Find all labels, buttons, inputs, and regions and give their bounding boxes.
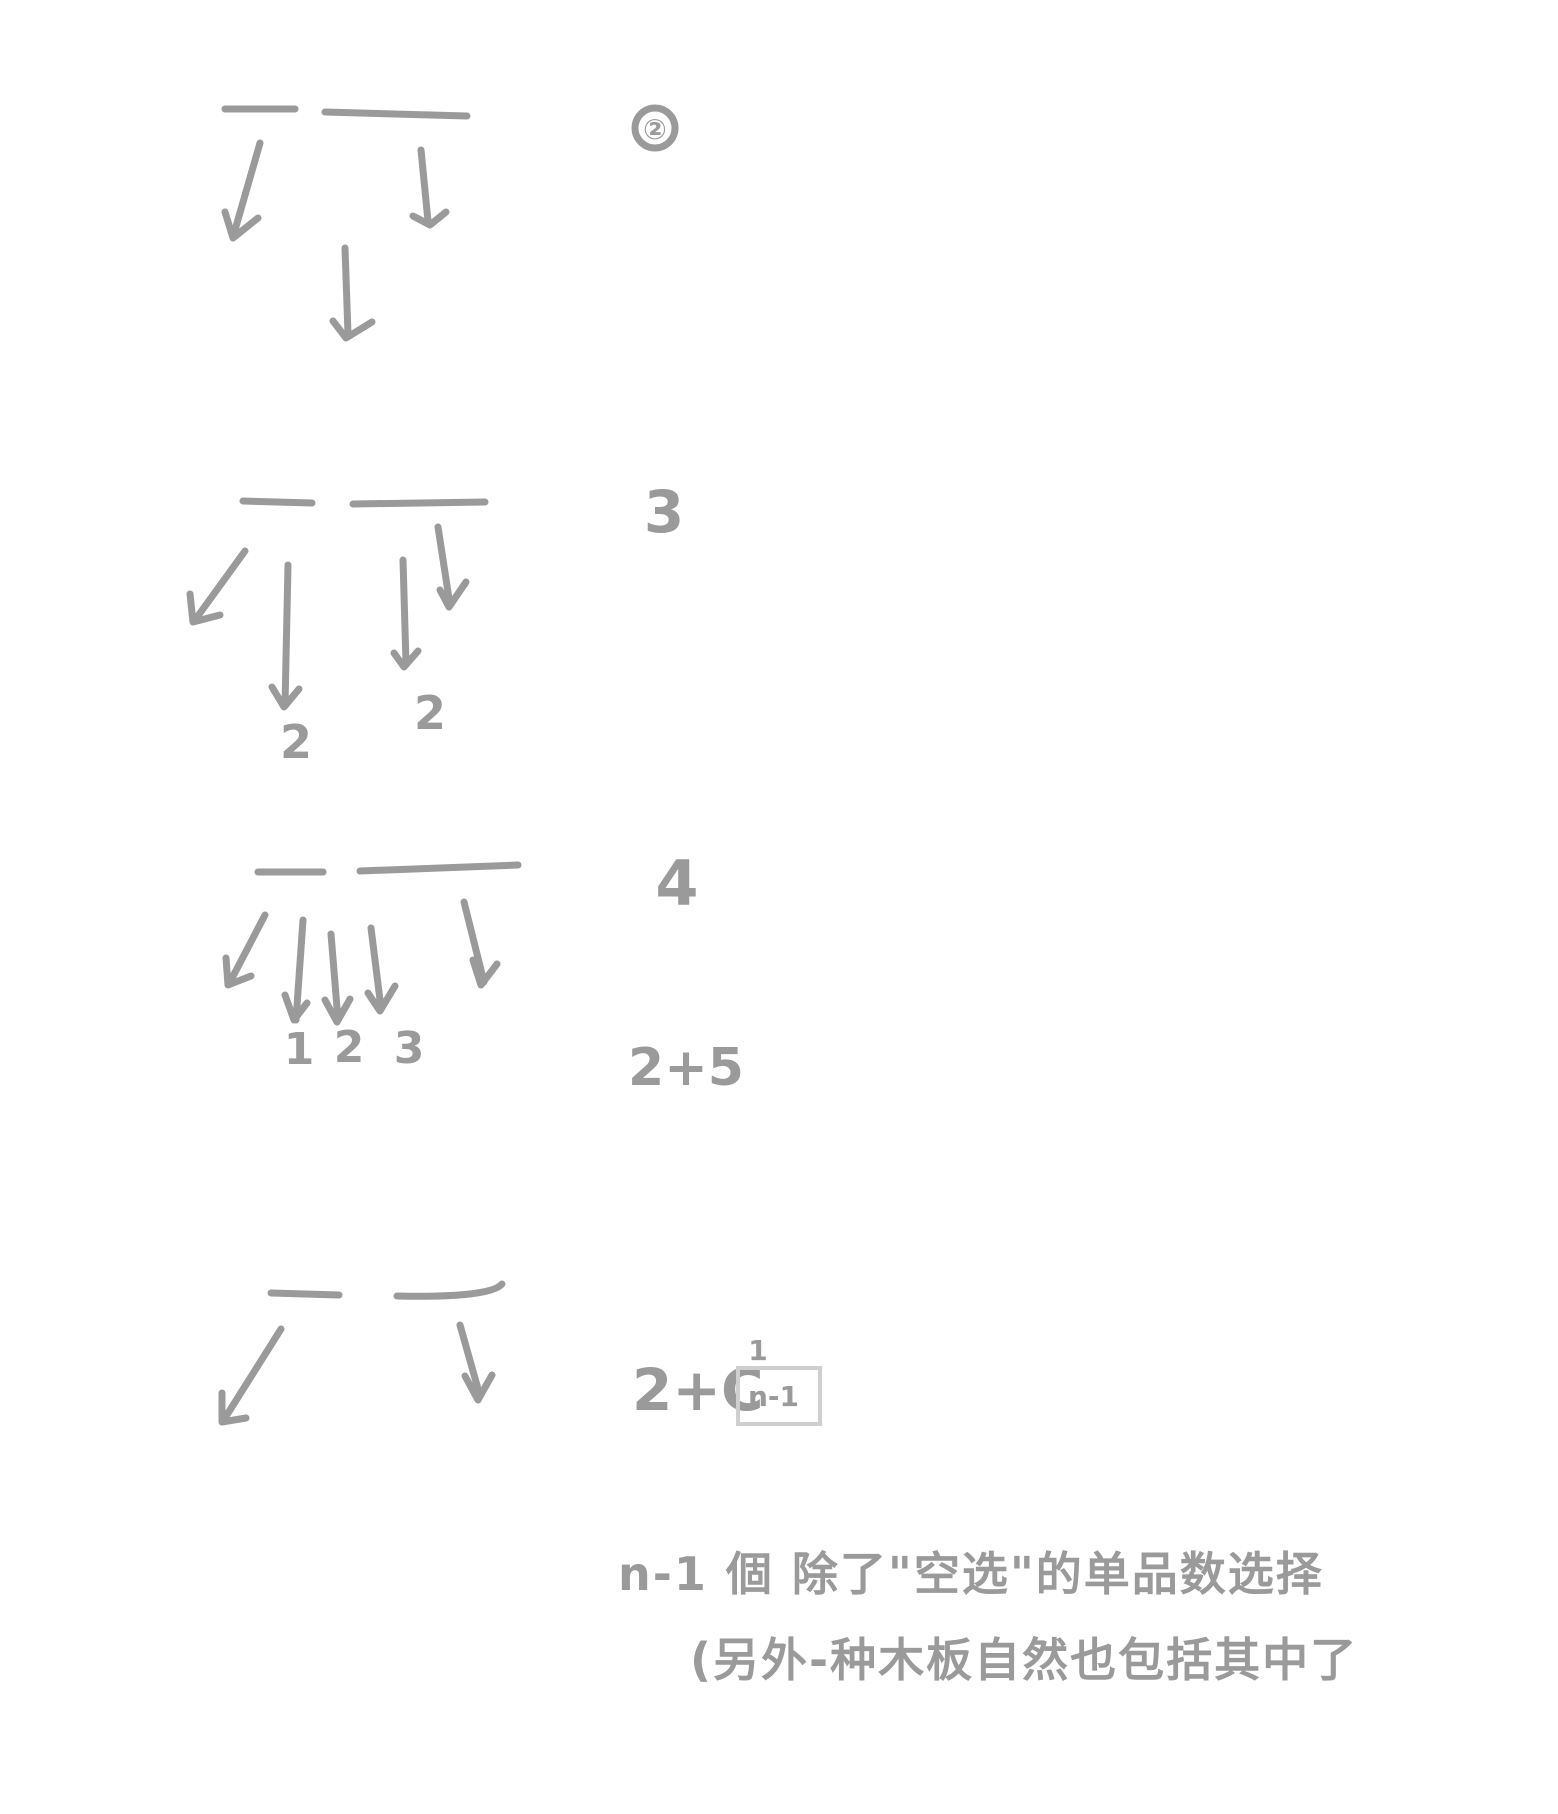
- slot-long-line: [393, 1280, 506, 1300]
- case-1-label: ②: [631, 104, 679, 152]
- case-label: 3: [644, 478, 684, 546]
- arrow-down: [434, 523, 470, 611]
- note-line-1: n-1 個 除了"空选"的单品数选择: [618, 1547, 1324, 1601]
- case-1-diagram: [221, 105, 471, 342]
- slot-long-line: [356, 861, 522, 875]
- arrow-down: [321, 930, 354, 1026]
- slot-long-line: [349, 498, 489, 508]
- arrow-down-left: [222, 911, 269, 989]
- count-label: 1: [284, 1024, 315, 1075]
- subscript-highlight-box: [736, 1366, 822, 1426]
- slot-short-line: [267, 1289, 343, 1299]
- case-4-formula: 2+C 1 n-1: [632, 1334, 822, 1426]
- note-line-2: (另外-种木板自然也包括其中了: [690, 1633, 1359, 1687]
- formula-superscript: 1: [748, 1334, 767, 1367]
- arrow-down: [390, 556, 422, 671]
- arrow-down: [409, 146, 450, 229]
- slot-long-line: [321, 108, 471, 120]
- arrow-down: [456, 1321, 496, 1404]
- case-4-diagram: [218, 1280, 506, 1426]
- arrow-down: [460, 898, 501, 989]
- arrow-down: [329, 244, 376, 342]
- arrow-down-left: [221, 139, 264, 242]
- arrow-down-left: [218, 1325, 285, 1426]
- case-label: 4: [655, 847, 698, 920]
- formula-subscript: n-1: [748, 1380, 799, 1413]
- arrow-down: [268, 561, 303, 711]
- count-label: 2: [334, 1022, 365, 1073]
- count-label: 2: [414, 686, 446, 740]
- case-2-diagram: [186, 497, 489, 711]
- slot-short-line: [239, 497, 316, 507]
- arrow-down: [281, 916, 311, 1024]
- count-label: 2: [280, 715, 312, 769]
- circle-mark: [631, 104, 679, 152]
- case-label: ②: [643, 113, 667, 146]
- arrow-down-left: [186, 547, 249, 626]
- case-3-diagram: [222, 861, 522, 1026]
- case-formula: 2+5: [628, 1038, 744, 1098]
- arrow-down: [364, 924, 399, 1015]
- case-3-counts: 1 2 3: [284, 1022, 425, 1075]
- count-label: 3: [394, 1023, 425, 1074]
- case-2-counts: 2 2: [280, 686, 446, 769]
